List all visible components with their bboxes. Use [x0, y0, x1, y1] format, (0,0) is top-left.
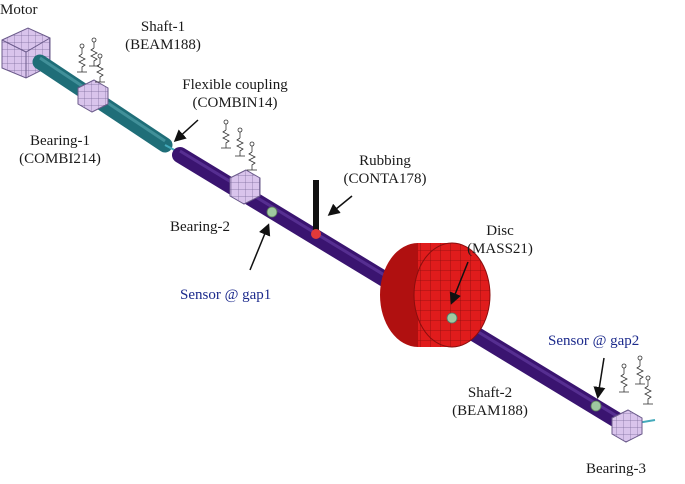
bearing3-label: Bearing-3: [586, 460, 646, 478]
disc-label: Disc (MASS21): [460, 222, 540, 258]
sensor-gap1-text: Sensor @ gap1: [180, 287, 272, 303]
bearing1-label-elem: (COMBI214): [19, 151, 101, 167]
shaft1-label-name: Shaft-1: [140, 19, 186, 35]
bearing3-label-name: Bearing-3: [586, 461, 646, 477]
bearing1-label-name: Bearing-1: [30, 133, 90, 149]
bearing-2-block: [220, 119, 261, 205]
bearing1-label: Bearing-1 (COMBI214): [10, 132, 110, 168]
motor-label-name: Motor: [0, 2, 38, 18]
bearing2-label: Bearing-2: [170, 218, 230, 236]
sensor-gap2-text: Sensor @ gap2: [548, 333, 640, 349]
coupling-label-elem: (COMBIN14): [192, 95, 278, 111]
rubbing-label-name: Rubbing: [359, 153, 411, 169]
sensor2-arrow-icon: [593, 357, 606, 399]
disc-label-elem: (MASS21): [467, 241, 533, 257]
shaft2-label-name: Shaft-2: [467, 385, 513, 401]
coupling-arrow-icon: [173, 119, 199, 143]
sensor-gap2-label: Sensor @ gap2: [548, 332, 639, 350]
disc-label-name: Disc: [486, 223, 514, 239]
shaft1-label-elem: (BEAM188): [125, 37, 201, 53]
rubbing-rod: [311, 180, 321, 239]
shaft2-label: Shaft-2 (BEAM188): [440, 384, 540, 420]
disc: [380, 242, 491, 348]
sensor-gap1-dot: [266, 206, 278, 218]
rubbing-label: Rubbing (CONTA178): [330, 152, 440, 188]
shaft2-label-elem: (BEAM188): [452, 403, 528, 419]
sensor1-arrow-icon: [249, 223, 271, 271]
disc-arrow-icon: [449, 261, 469, 305]
shaft1-label: Shaft-1 (BEAM188): [118, 18, 208, 54]
sensor-gap1-label: Sensor @ gap1: [180, 286, 271, 304]
rubbing-label-elem: (CONTA178): [343, 171, 427, 187]
motor-label: Motor: [0, 1, 38, 19]
coupling-label: Flexible coupling (COMBIN14): [165, 76, 305, 112]
bearing2-label-name: Bearing-2: [170, 219, 230, 235]
rubbing-arrow-icon: [327, 195, 353, 216]
coupling-label-name: Flexible coupling: [182, 77, 288, 93]
bearing-3-block: [611, 355, 654, 443]
bearing-1-block: [76, 37, 109, 113]
sensor-gap2-dot: [590, 400, 602, 412]
